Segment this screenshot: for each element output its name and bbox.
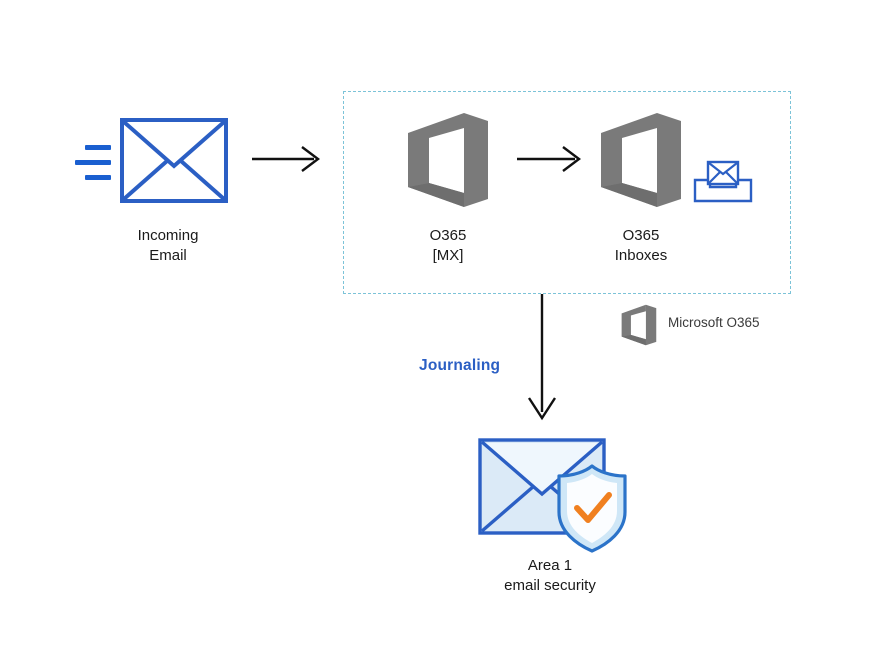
arrow-right-icon [252,146,320,172]
area1-envelope-flap [480,440,604,497]
o365-inbox-badge[interactable] [692,157,754,205]
office-365-logo-icon [408,113,488,207]
connector-incoming-to-mx [252,143,326,175]
office-365-logo-icon [601,113,681,207]
speed-line-top [85,145,111,150]
arrow-down-icon [527,294,557,421]
arrow-head [562,146,581,172]
o365-mx-node[interactable] [404,109,492,211]
office-logo-right-bar [645,304,657,346]
office-logo-inner-page [630,311,646,340]
incoming-email-node[interactable] [70,112,240,212]
inbox-envelope-fold-right [725,171,738,184]
o365-inboxes-node[interactable] [597,109,685,211]
office-logo-right-bar [464,113,488,207]
area1-envelope-flap-fill [483,443,601,494]
arrow-head [527,397,557,421]
speed-line-middle [75,160,111,165]
connector-inboxes-to-area1 [522,294,562,424]
inbox-envelope-fold-left [708,171,721,184]
office-logo-bottom-fold [621,334,646,346]
journaling-label: Journaling [419,357,501,374]
o365-inboxes-label: O365 Inboxes [614,227,668,264]
envelope-fold-left [122,159,169,201]
area1-email-security-label: Area 1 email security [504,557,596,594]
shield-inner [567,474,617,543]
office-logo-bottom-fold [601,183,657,207]
area1-envelope-fold-left [480,484,536,533]
office-logo-left-edge [408,133,429,187]
inbox-envelope-flap [708,162,738,176]
speed-line-bottom [85,175,111,180]
envelope-fold-right [179,159,226,201]
office-logo-right-bar [657,113,681,207]
office-logo-left-edge [621,313,631,337]
office-logo-inner-page [429,128,464,193]
envelope-with-shield-check-icon [478,438,627,553]
legend-label: Microsoft O365 [668,315,760,330]
office-logo-inner-page [622,128,657,193]
o365-mx-label: O365 [MX] [429,227,467,264]
envelope-flap [122,120,226,169]
legend-office-icon-wrap [620,303,658,347]
envelope-with-speed-lines-icon [75,118,228,203]
shield-check-icon [574,492,612,523]
office-logo-bottom-fold [408,183,464,207]
incoming-email-label: Incoming Email [137,227,199,264]
area1-email-security-node[interactable] [466,428,636,553]
microsoft-o365-zone [343,91,791,294]
connector-mx-to-inboxes [517,143,587,175]
inbox-tray-envelope-icon [693,160,753,203]
arrow-head [301,146,320,172]
arrow-right-icon [517,146,581,172]
office-logo-left-edge [601,133,622,187]
office-365-logo-small-icon [621,304,657,346]
